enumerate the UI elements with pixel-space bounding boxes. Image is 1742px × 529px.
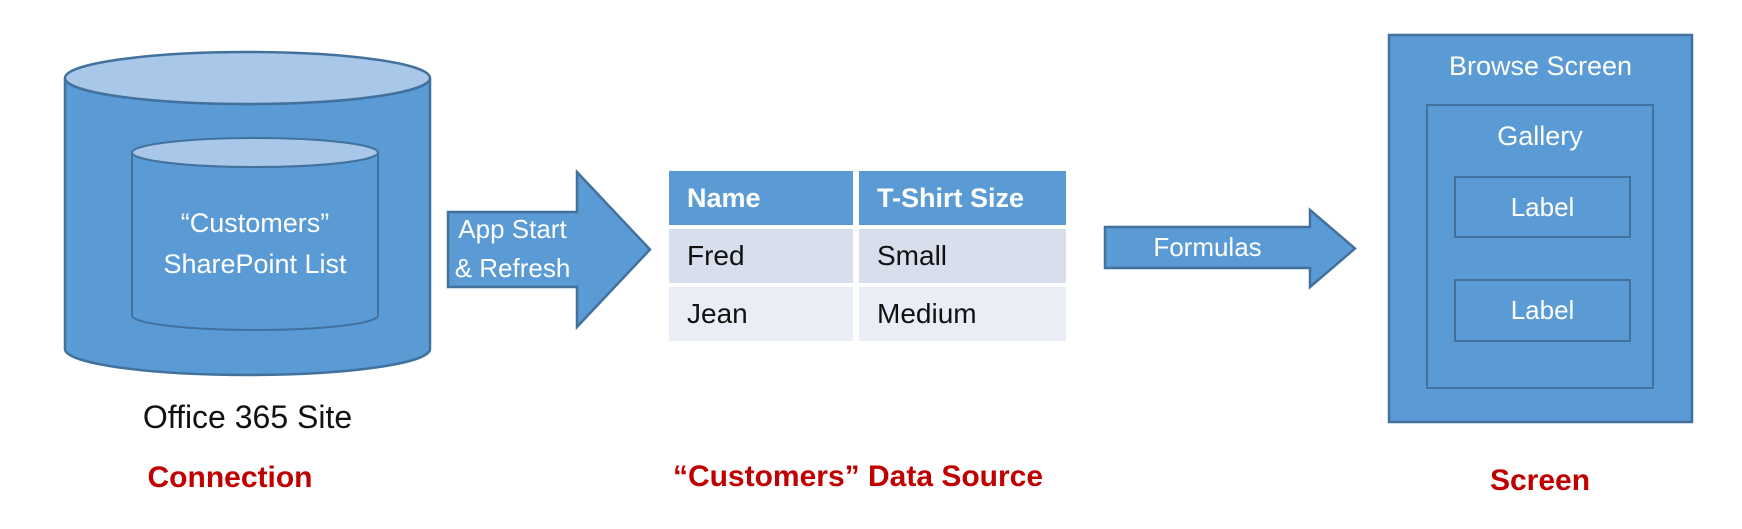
- table-header-name: Name: [669, 171, 853, 225]
- office365-cylinder-top: [63, 50, 432, 106]
- formulas-arrow-shape: [1103, 207, 1357, 290]
- table-cell-size-small: Small: [859, 229, 1066, 283]
- table-cell-name-jean: Jean: [669, 287, 853, 341]
- sharepoint-list-label: “Customers” SharePoint List: [132, 203, 378, 285]
- office365-site-label: Office 365 Site: [142, 399, 353, 435]
- formulas-arrow-label: Formulas: [1153, 232, 1262, 262]
- gallery-title: Gallery: [1497, 121, 1583, 151]
- label-box-2: [1454, 279, 1631, 342]
- label-1-text: Label: [1510, 192, 1575, 222]
- sharepoint-list-label-line1: “Customers”: [180, 208, 330, 238]
- browse-screen-box: [1387, 33, 1694, 424]
- label-box-1: [1454, 176, 1631, 238]
- customers-table: Name T-Shirt Size Fred Small Jean Medium: [669, 171, 1066, 341]
- app-start-arrow-label: App Start & Refresh: [448, 210, 577, 288]
- browse-screen-title: Browse Screen: [1448, 51, 1633, 81]
- app-start-arrow-shape: [446, 168, 652, 331]
- app-start-arrow-label-line2: & Refresh: [454, 253, 571, 283]
- caption-screen: Screen: [1489, 464, 1591, 497]
- caption-connection: Connection: [147, 461, 313, 494]
- table-header-size: T-Shirt Size: [859, 171, 1066, 225]
- app-start-arrow-label-line1: App Start: [458, 214, 567, 244]
- caption-data-source: “Customers” Data Source: [672, 460, 1044, 493]
- label-2-text: Label: [1510, 295, 1575, 325]
- sharepoint-list-label-line2: SharePoint List: [163, 249, 347, 279]
- table-cell-size-medium: Medium: [859, 287, 1066, 341]
- sharepoint-list-cylinder-top: [131, 137, 379, 168]
- table-cell-name-fred: Fred: [669, 229, 853, 283]
- gallery-box: [1426, 104, 1654, 389]
